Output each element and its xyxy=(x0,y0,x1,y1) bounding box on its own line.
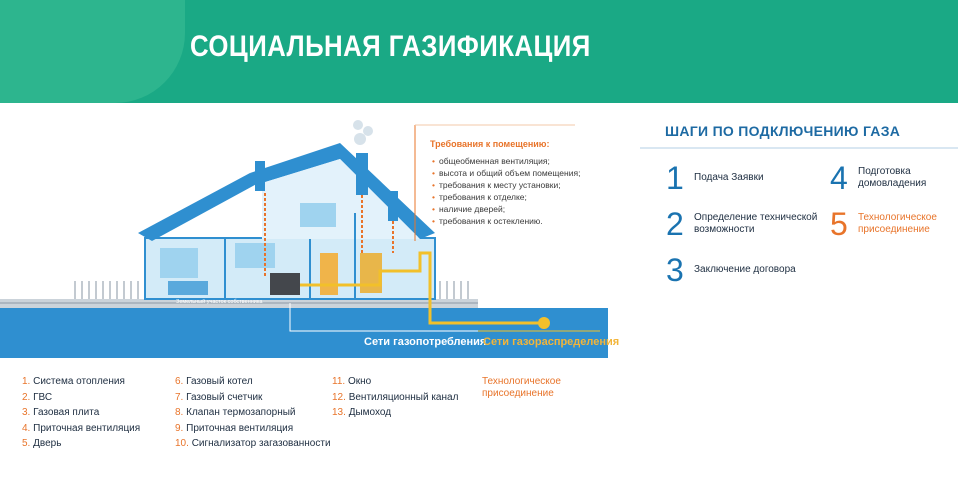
step-4: 4 Подготовка домовладения xyxy=(830,162,938,194)
legend-item: 6. Газовый котел xyxy=(175,376,253,387)
header-banner: СОЦИАЛЬНАЯ ГАЗИФИКАЦИЯ xyxy=(0,0,958,103)
chimney-2 xyxy=(356,153,368,195)
step-label: Подготовка домовладения xyxy=(858,166,927,189)
legend-item: 2. ГВС xyxy=(22,391,53,403)
page-title: СОЦИАЛЬНАЯ ГАЗИФИКАЦИЯ xyxy=(190,30,591,63)
legend-item: 5. Дверь xyxy=(22,438,62,449)
requirement-item: высота и общий объем помещения; xyxy=(432,167,580,179)
step-number: 2 xyxy=(666,206,684,242)
legend-column-2: 6. Газовый котел 7. Газовый счетчик 8. К… xyxy=(175,374,331,452)
steps-title: ШАГИ ПО ПОДКЛЮЧЕНИЮ ГАЗА xyxy=(665,123,901,139)
requirement-item: требования к отделке; xyxy=(432,191,580,203)
legend-item: 3. Газовая плита xyxy=(22,407,100,418)
roof-left xyxy=(138,173,262,241)
gas-pipe xyxy=(300,251,542,325)
window-attic xyxy=(300,203,336,227)
distribution-networks-label: Сети газораспределения xyxy=(483,336,620,348)
sofa xyxy=(168,281,208,295)
chimney-3 xyxy=(388,191,398,221)
stove xyxy=(270,273,300,295)
legend-column-1: 1. Система отопления 2. ГВС 3. Газовая п… xyxy=(22,374,140,452)
legend-item: 10. Сигнализатор загазованности xyxy=(175,438,331,449)
window-1 xyxy=(160,248,198,278)
legend-item: 9. Приточная вентиляция xyxy=(175,422,294,434)
requirement-item: требования к месту установки; xyxy=(432,179,580,191)
roof-main xyxy=(250,143,435,239)
legend-item: 13. Дымоход xyxy=(332,407,392,418)
step-5: 5 Технологическое присоединение xyxy=(830,208,953,240)
owner-land-label: Земельный участок собственника xyxy=(176,299,263,305)
fence-right xyxy=(439,281,469,299)
house-diagram xyxy=(0,120,608,358)
boiler xyxy=(360,253,382,293)
consumption-networks-label: Сети газопотребления xyxy=(364,336,487,348)
step-number: 4 xyxy=(830,160,848,196)
window-2 xyxy=(235,243,275,268)
house-illustration xyxy=(0,103,640,363)
door xyxy=(320,253,338,295)
legend-item: 12. Вентиляционный канал xyxy=(332,391,459,403)
legend-item: 7. Газовый счетчик xyxy=(175,391,263,403)
step-label: Определение технической возможности xyxy=(694,212,818,235)
requirement-item: наличие дверей; xyxy=(432,203,580,215)
step-1: 1 Подача Заявки xyxy=(666,162,764,194)
legend-column-3: 11. Окно 12. Вентиляционный канал 13. Ды… xyxy=(332,374,458,421)
requirement-item: общеобменная вентиляция; xyxy=(432,155,580,167)
connection-point xyxy=(538,317,550,329)
legend-item: 8. Клапан термозапорный xyxy=(175,407,296,418)
step-3: 3 Заключение договора xyxy=(666,254,796,286)
legend-item: 11. Окно xyxy=(332,376,372,387)
banner-decoration xyxy=(0,0,185,103)
requirements-title: Требования к помещению: xyxy=(430,139,550,149)
step-label: Подача Заявки xyxy=(694,172,764,183)
tech-connection-label: Технологическое присоединение xyxy=(482,376,561,399)
fence-left xyxy=(74,281,139,299)
legend-item: 4. Приточная вентиляция xyxy=(22,422,141,434)
step-2: 2 Определение технической возможности xyxy=(666,208,819,240)
requirement-item: требования к остеклению. xyxy=(432,215,580,227)
smoke xyxy=(353,120,373,145)
steps-divider xyxy=(640,147,958,149)
step-number: 5 xyxy=(830,206,848,242)
step-number: 1 xyxy=(666,160,684,196)
ground-strip xyxy=(0,308,608,358)
step-label: Заключение договора xyxy=(694,264,796,275)
step-label: Технологическое присоединение xyxy=(858,212,937,235)
requirements-list: общеобменная вентиляция; высота и общий … xyxy=(432,155,580,227)
step-number: 3 xyxy=(666,252,684,288)
chimney-1 xyxy=(255,161,265,191)
legend-item: 1. Система отопления xyxy=(22,376,125,387)
